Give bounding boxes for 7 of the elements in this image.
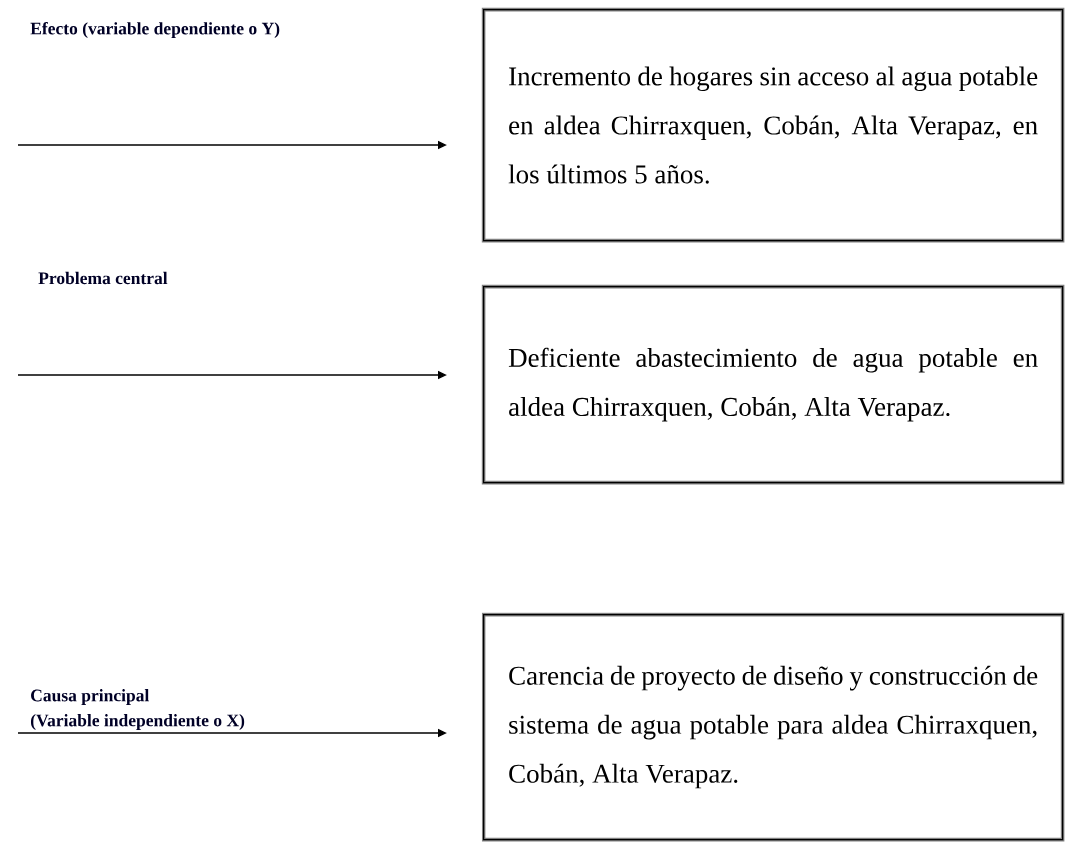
row-label: (Variable independiente o X) bbox=[31, 714, 245, 730]
text-box: Carencia de proyecto de diseño y construcción de sistema de agua potable para aldea Chirraxquen, Cobán, Alta Verapaz. bbox=[481, 612, 1065, 842]
row-label: Problema central bbox=[38, 271, 168, 285]
row-label: Efecto (variable dependiente o Y) bbox=[30, 21, 280, 39]
row-label: Causa principal bbox=[31, 689, 150, 705]
text-box: Incremento de hogares sin acceso al agua potable en aldea Chirraxquen, Cobán, Alta Verapaz, en los últimos 5 años. bbox=[481, 7, 1065, 243]
text-box: Deficiente abastecimiento de agua potable en aldea Chirraxquen, Cobán, Alta Verapaz. bbox=[481, 284, 1065, 485]
